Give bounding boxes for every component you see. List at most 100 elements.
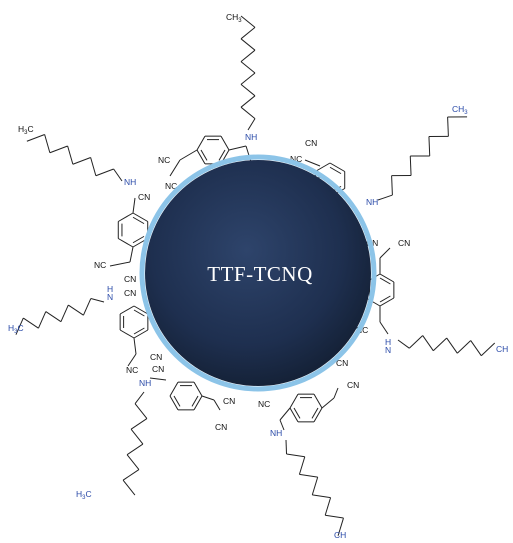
alkyl-chain-upper-left <box>26 134 45 142</box>
tcnq-ring-top-double <box>218 149 226 161</box>
bond <box>333 387 339 399</box>
tcnq-top-left-branch <box>169 159 181 177</box>
alkyl-chain-bottom <box>325 514 344 519</box>
tcnq-ring-bottom-right <box>289 393 299 409</box>
alkyl-chain-left <box>23 317 39 329</box>
alkyl-chain-bottom <box>324 497 332 516</box>
alkyl-chain-left <box>68 304 84 316</box>
core-ring <box>139 154 377 392</box>
tcnq-ring-lower-left <box>133 329 149 339</box>
tcnq-ring-right <box>379 297 395 307</box>
cyano-label: CN <box>124 274 136 284</box>
bond <box>127 353 137 367</box>
cyano-label: CN <box>223 396 235 406</box>
alkyl-chain-top <box>240 95 256 108</box>
tcnq-ring-top-double <box>200 149 208 161</box>
tcnq-ring-upper-right <box>315 162 331 172</box>
alkyl-chain-bottom-left <box>122 469 140 481</box>
cyano-label: NC <box>94 260 106 270</box>
alkyl-chain-left <box>60 304 69 322</box>
amine-label: NH <box>245 132 257 142</box>
alkyl-chain-right <box>422 335 434 351</box>
tcnq-ring-left <box>118 212 134 222</box>
alkyl-chain-bottom-left <box>134 391 145 404</box>
methyl-label: H3C <box>18 124 34 136</box>
alkyl-chain-bottom-left <box>130 428 144 445</box>
cyano-label: CN <box>124 288 136 298</box>
bond <box>213 399 221 411</box>
bond <box>379 247 391 259</box>
tcnq-ring-bottom-right <box>313 393 323 409</box>
cyano-label: NC <box>165 181 177 191</box>
cyano-label: NC <box>258 399 270 409</box>
tcnq-ring-left-double <box>132 235 145 244</box>
tcnq-ring-left-double <box>132 216 145 225</box>
cyano-label: CN <box>398 238 410 248</box>
bond <box>133 337 137 355</box>
tcnq-ring-bottom-right <box>313 407 323 423</box>
alkyl-chain-bottom <box>298 456 306 475</box>
bond <box>149 377 167 381</box>
alkyl-chain-upper-right <box>377 194 393 201</box>
tcnq-ring-bottom <box>193 395 203 411</box>
tcnq-ring-right-double <box>379 277 391 285</box>
amine-label: H <box>107 284 113 294</box>
cyano-label: NC <box>158 155 170 165</box>
alkyl-chain-upper-left <box>49 145 68 154</box>
cyano-label: CN <box>138 192 150 202</box>
methyl-label: H3C <box>76 489 92 501</box>
cyano-label: CN <box>305 138 317 148</box>
alkyl-chain-upper-right <box>447 116 449 137</box>
alkyl-chain-left <box>90 298 105 303</box>
tcnq-top-left-branch <box>179 149 198 161</box>
alkyl-chain-left <box>15 317 24 335</box>
bond <box>201 395 215 401</box>
alkyl-chain-top <box>240 61 256 74</box>
methyl-label: H3C <box>8 323 24 335</box>
tcnq-ring-bottom-double <box>173 395 181 407</box>
alkyl-chain-top <box>240 38 256 51</box>
bond <box>109 261 131 267</box>
tcnq-top-right-branch <box>228 145 247 151</box>
alkyl-chain-upper-left <box>67 145 74 165</box>
tcnq-ring-lower-left <box>119 305 135 315</box>
alkyl-chain-right <box>470 340 482 356</box>
cyano-label: CN <box>152 364 164 374</box>
tcnq-ring-bottom <box>193 381 203 397</box>
amine-label: NH <box>366 197 378 207</box>
alkyl-chain-bottom-left <box>134 403 148 419</box>
tcnq-ring-lower-left-double <box>133 309 145 317</box>
cyano-label: NC <box>356 325 368 335</box>
bond <box>304 159 321 167</box>
amine-label: H <box>385 337 391 347</box>
alkyl-chain-bottom <box>299 473 318 478</box>
alkyl-chain-bottom <box>285 439 288 454</box>
tcnq-ring-top <box>196 135 206 151</box>
alkyl-chain-top <box>240 15 256 28</box>
alkyl-chain-upper-left <box>113 168 123 182</box>
alkyl-chain-upper-left <box>90 157 97 176</box>
alkyl-chain-top <box>240 84 256 97</box>
cyano-label: CN <box>336 358 348 368</box>
alkyl-chain-right <box>456 340 472 354</box>
amine-label: NH <box>270 428 282 438</box>
cyano-label: CN <box>150 352 162 362</box>
tcnq-ring-lower-left <box>133 305 149 315</box>
bond <box>321 397 335 409</box>
alkyl-chain-bottom-left <box>126 443 144 456</box>
alkyl-chain-left <box>45 311 62 323</box>
tcnq-ring-top <box>220 135 230 151</box>
core-label: TTF-TCNQ <box>207 262 313 286</box>
alkyl-chain-bottom-left <box>130 418 148 430</box>
tcnq-ring-bottom-double <box>191 395 199 407</box>
tcnq-ring-lower-left-double <box>133 327 145 335</box>
tcnq-ring-left <box>132 212 148 222</box>
alkyl-chain-right <box>397 339 410 349</box>
amine-label: N <box>385 345 391 355</box>
alkyl-chain-bottom <box>311 477 319 495</box>
methyl-label: CH <box>496 344 508 354</box>
alkyl-chain-top <box>240 27 256 40</box>
methyl-label: CH3 <box>452 104 468 116</box>
alkyl-chain-top <box>240 72 256 85</box>
alkyl-chain-top <box>240 49 256 62</box>
